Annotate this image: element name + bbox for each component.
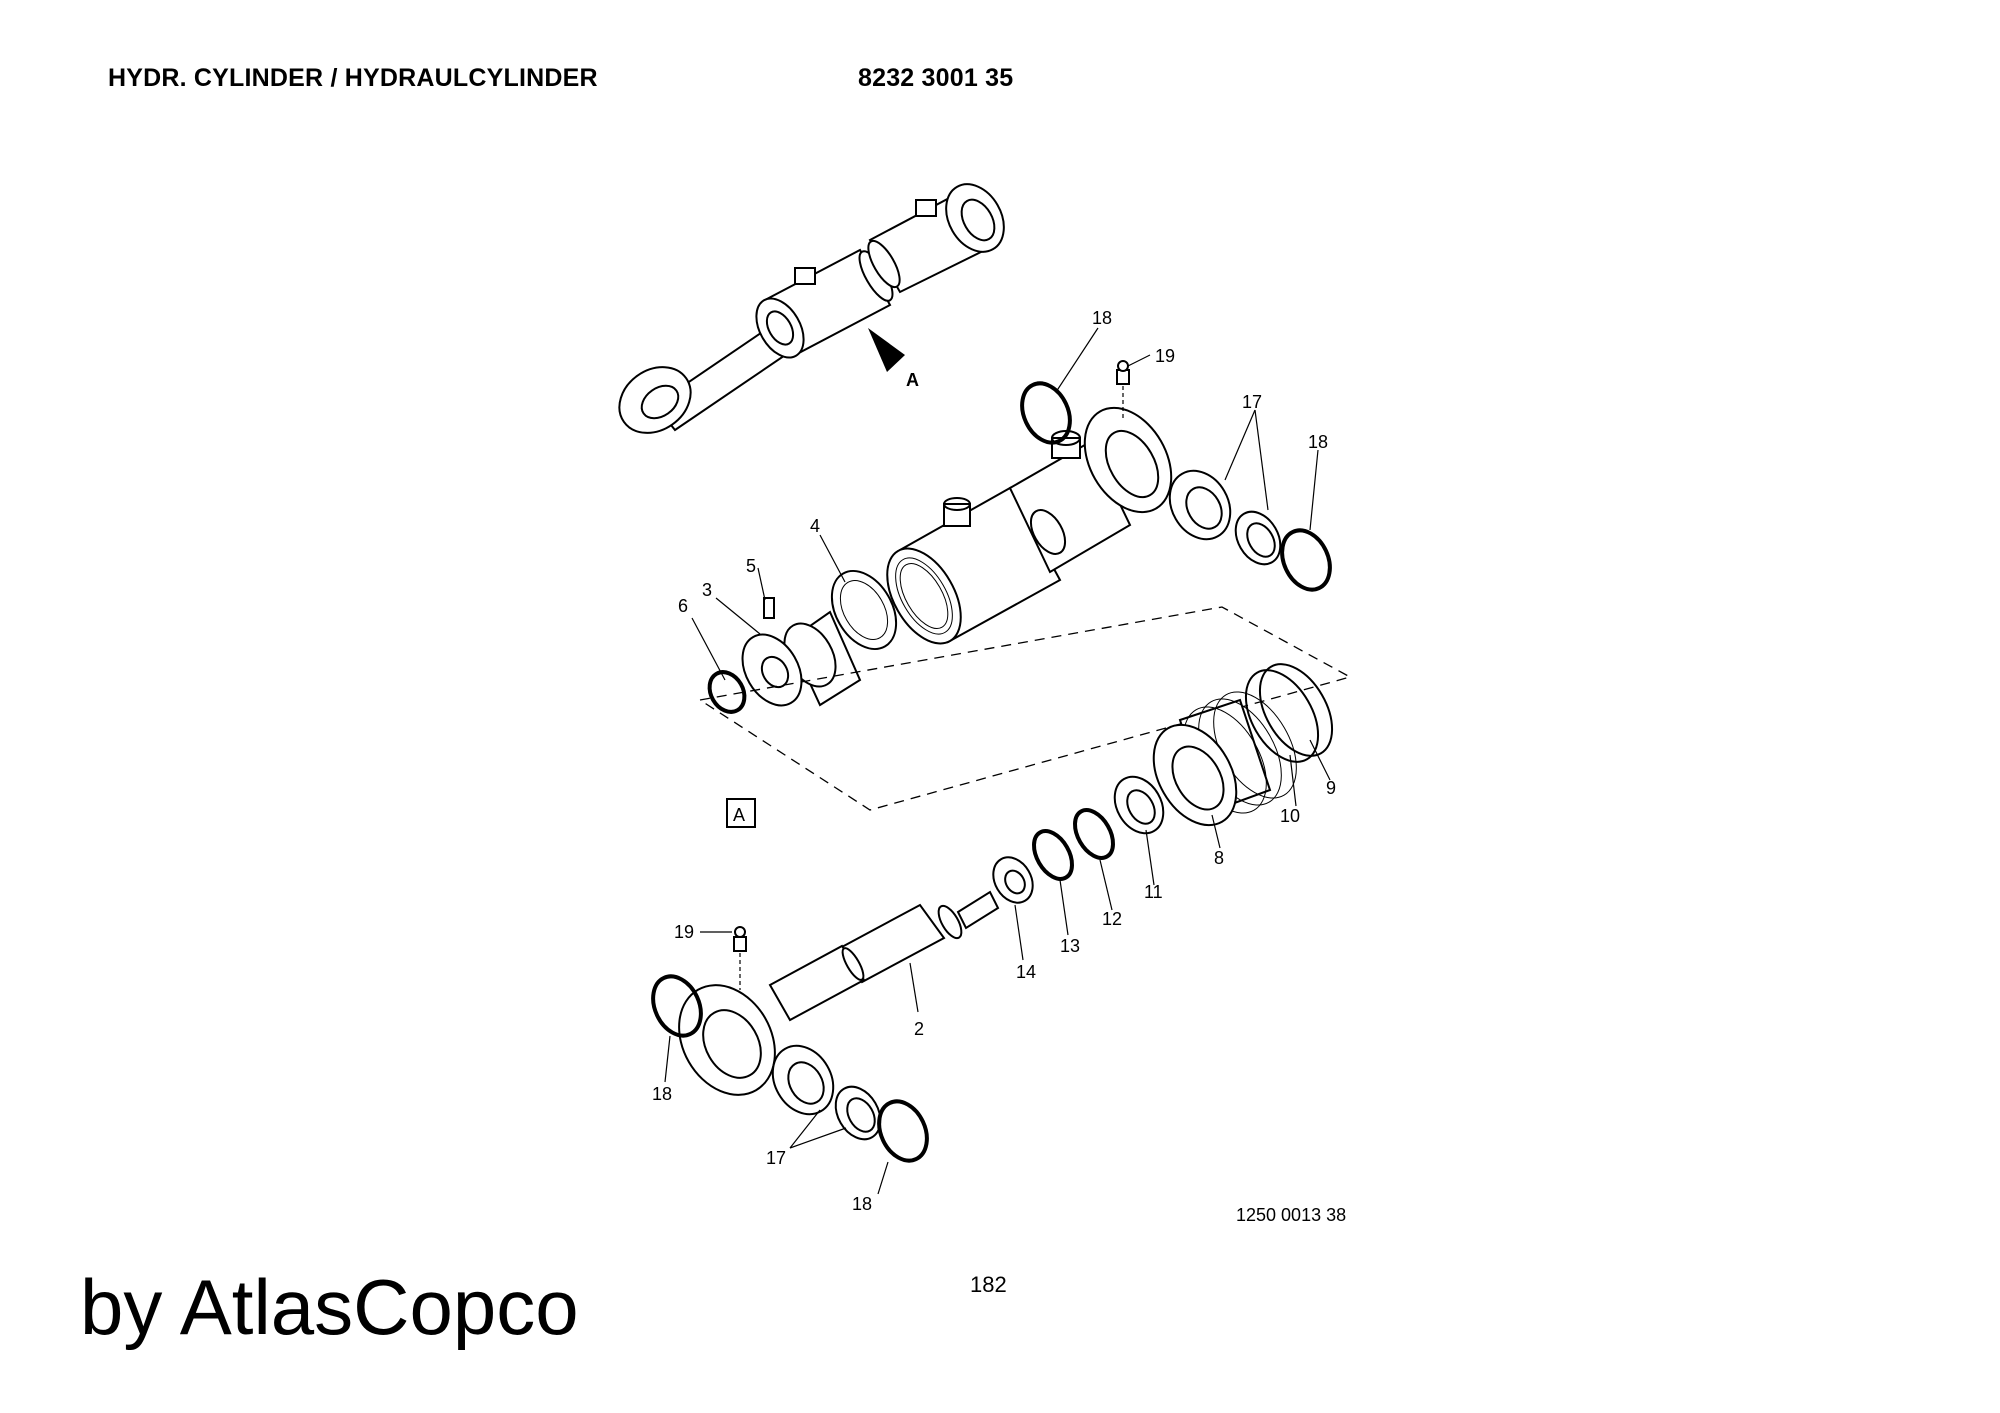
o-ring-6 — [707, 670, 747, 714]
detail-label-box — [726, 798, 756, 828]
barrel-assembly — [886, 406, 1173, 645]
brand-watermark: by AtlasCopco — [80, 1263, 579, 1351]
bush-17-upper-b — [1234, 510, 1282, 566]
callout-17: 17 — [1242, 392, 1262, 412]
callout-10: 10 — [1280, 806, 1300, 826]
callout-18: 18 — [652, 1084, 672, 1104]
wiper-11 — [1113, 775, 1165, 835]
callout-11: 11 — [1144, 882, 1163, 902]
grease-nipple-19-upper — [1116, 360, 1130, 420]
page-title: HYDR. CYLINDER / HYDRAULCYLINDER — [108, 64, 598, 92]
callout-3: 3 — [702, 580, 712, 600]
leader-lines — [664, 327, 1331, 1195]
piston-assembly — [707, 570, 898, 714]
part-number: 8232 3001 35 — [858, 64, 1014, 92]
callout-17: 17 — [766, 1148, 786, 1168]
drawing-number: 1250 0013 38 — [1236, 1205, 1347, 1225]
bush-17-upper-a — [1168, 469, 1232, 541]
callout-19: 19 — [1155, 346, 1175, 366]
callout-13: 13 — [1060, 936, 1080, 956]
callout-2: 2 — [914, 1019, 924, 1039]
callout-14: 14 — [1016, 962, 1036, 982]
callout-19: 19 — [674, 922, 694, 942]
view-marker: A — [906, 370, 919, 390]
detail-outline — [698, 606, 1352, 811]
bush-17-lower-b — [834, 1085, 882, 1141]
rod-seal-12 — [1073, 808, 1115, 860]
callout-4: 4 — [810, 516, 820, 536]
assembled-cylinder: A — [618, 183, 1005, 434]
callout-18: 18 — [1308, 432, 1328, 452]
callout-5: 5 — [746, 556, 756, 576]
callouts: 18 19 17 18 4 5 3 6 9 10 8 11 12 13 14 2… — [652, 308, 1336, 1214]
backup-ring-10 — [1244, 669, 1320, 763]
callout-18: 18 — [1092, 308, 1112, 328]
circlip-13 — [1032, 829, 1074, 881]
circlip-18-lower-right — [877, 1099, 929, 1163]
piston-rod-2 — [678, 890, 1000, 1096]
circlip-18-upper-left — [1020, 381, 1072, 445]
callout-9: 9 — [1326, 778, 1336, 798]
callout-6: 6 — [678, 596, 688, 616]
callout-8: 8 — [1214, 848, 1224, 868]
circlip-18-lower-left — [651, 974, 703, 1038]
callout-12: 12 — [1102, 909, 1122, 929]
gland-assembly — [1152, 691, 1297, 827]
page-number: 182 — [970, 1272, 1007, 1297]
bush-17-lower-a — [771, 1044, 835, 1116]
circlip-18-upper-right — [1280, 528, 1332, 592]
callout-18: 18 — [852, 1194, 872, 1214]
seal-9 — [1258, 663, 1334, 757]
grease-nipple-19-lower — [733, 926, 747, 990]
detail-label: A — [733, 805, 745, 825]
